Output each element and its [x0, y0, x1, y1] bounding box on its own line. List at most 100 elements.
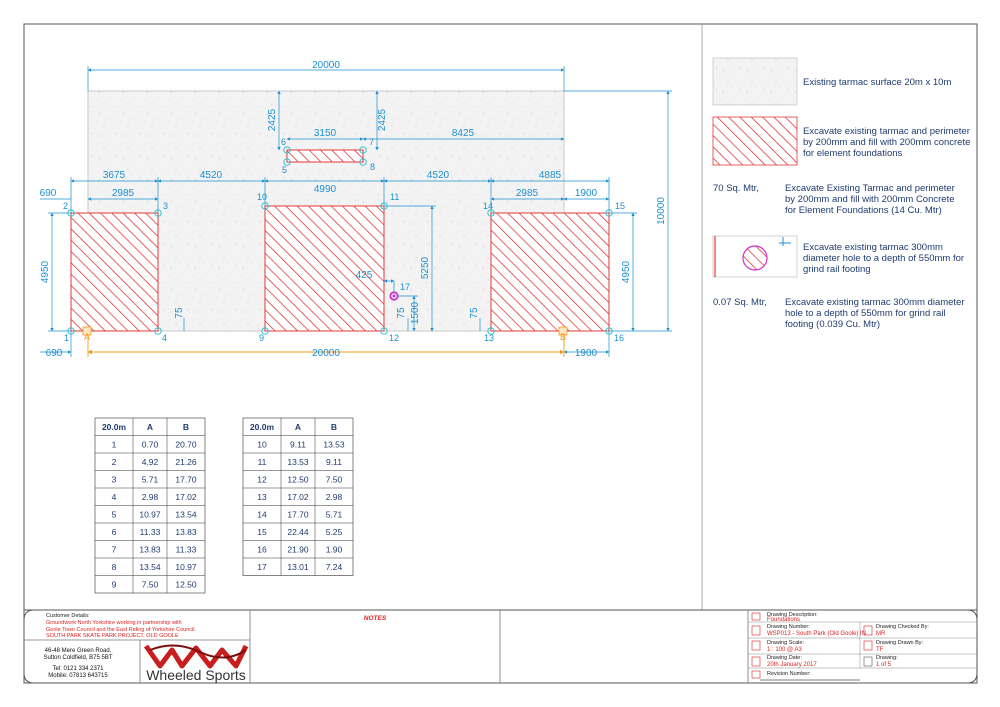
table-cell: 9.11	[290, 439, 306, 449]
address-line2: Sutton Coldfield, B75 5BT	[43, 655, 112, 661]
legend-item3-line2: by 200mm and fill with 200mm Concrete	[785, 194, 955, 205]
dim-4520-b: 4520	[427, 170, 450, 181]
title-block-corner-right	[966, 609, 978, 684]
table-cell: 12	[257, 474, 267, 484]
mobile: Mobile: 07813 643715	[48, 673, 108, 679]
dim-4950-left: 4950	[40, 260, 51, 283]
table-cell: 13.54	[175, 509, 197, 519]
point-label-7: 7	[369, 137, 374, 147]
drawn-label: Drawing Drawn By:	[876, 640, 924, 646]
legend-item5-line2: hole to a depth of 550mm for grind rail	[785, 308, 946, 319]
point-marker-4	[154, 327, 162, 335]
description-value: Foundations	[767, 617, 800, 623]
dim-75-b: 75	[396, 307, 407, 319]
legend-item2-line3: for element foundations	[803, 148, 903, 159]
dim-4950-right: 4950	[621, 260, 632, 283]
revision-label: Revision Number:	[767, 671, 811, 677]
dim-2985-a: 2985	[112, 188, 135, 199]
table-cell: 10.97	[139, 509, 161, 519]
legend-item2-line1: Excavate existing tarmac and perimeter	[803, 126, 970, 137]
point-marker-17	[390, 292, 398, 300]
dim-75-a: 75	[174, 307, 185, 319]
grind-rail-hole-centre	[392, 294, 396, 298]
dim-4520-a: 4520	[200, 170, 223, 181]
table-cell: 13.54	[139, 562, 161, 572]
point-label-13: 13	[484, 333, 494, 343]
point-marker-7	[359, 146, 367, 154]
table-header-cell: B	[183, 422, 189, 432]
point-marker-5	[283, 158, 291, 166]
logo-wordmark: Wheeled Sports	[146, 667, 246, 683]
customer-line2: Goole Town Council and the East Riding o…	[46, 627, 196, 633]
dim-2985-b: 2985	[516, 188, 539, 199]
sheet-label: Drawing:	[876, 655, 898, 661]
point-label-4: 4	[162, 333, 167, 343]
dim-1900-bottom: 1900	[575, 348, 598, 359]
dim-2425-left: 2425	[267, 108, 278, 131]
sheet-icon	[863, 656, 873, 667]
customer-label: Customer Details:	[46, 613, 90, 619]
point-marker-13	[487, 327, 495, 335]
point-label-15: 15	[615, 201, 625, 211]
dim-20000-bottom: 20000	[312, 348, 340, 359]
table-cell: 7	[112, 544, 117, 554]
dim-690-bottom: 690	[46, 348, 63, 359]
marker-a-box	[82, 326, 92, 336]
legend-item3-qty: 70 Sq. Mtr,	[713, 183, 759, 194]
point-label-3: 3	[163, 201, 168, 211]
point-label-9: 9	[259, 333, 264, 343]
foundation-pad-left	[70, 212, 159, 332]
marker-a: A	[84, 332, 90, 342]
table-cell: 9	[112, 579, 117, 589]
marker-b: B	[560, 332, 566, 342]
notes-heading: NOTES	[364, 615, 387, 622]
point-marker-9	[261, 327, 269, 335]
dim-8425: 8425	[452, 128, 475, 139]
table-cell: 1	[112, 439, 117, 449]
legend-item4-line3: grind rail footing	[803, 264, 871, 275]
table-cell: 17.70	[175, 474, 197, 484]
table-cell: 7.50	[142, 579, 159, 589]
table-cell: 20.70	[175, 439, 197, 449]
wheeled-sports-logo: Wheeled Sports	[143, 644, 249, 683]
table-cell: 14	[257, 509, 267, 519]
table-cell: 11	[258, 457, 267, 467]
point-label-14: 14	[483, 201, 493, 211]
table-cell: 10	[257, 439, 267, 449]
telephone: Tel: 0121 334 2371	[52, 666, 104, 672]
table-cell: 5	[112, 509, 117, 519]
dim-690-top: 690	[40, 188, 57, 199]
dim-1500: 1500	[410, 301, 421, 324]
point-marker-6	[283, 146, 291, 154]
checked-value: MR	[876, 631, 886, 637]
table-cell: 13.01	[287, 562, 309, 572]
description-label: Drawing Description:	[767, 612, 818, 618]
marker-b-box	[558, 326, 568, 336]
drawn-value: TF	[876, 647, 884, 653]
legend-item4-line2: diameter hole to a depth of 550mm for	[803, 253, 964, 264]
dim-425: 425	[356, 270, 373, 281]
table-cell: 6	[112, 527, 117, 537]
dim-overall-height: 10000	[656, 197, 667, 225]
scale-value: 1 : 100 @ A3	[767, 647, 802, 653]
table-cell: 5.25	[326, 527, 343, 537]
table-cell: 4.92	[142, 457, 159, 467]
table-cell: 11.33	[176, 544, 197, 554]
point-label-12: 12	[389, 333, 399, 343]
table-cell: 2	[112, 457, 117, 467]
customer-line3: SOUTH PARK SKATE PARK PROJECT, OLD GOOLE	[46, 633, 179, 639]
table-cell: 13.83	[175, 527, 197, 537]
dim-1900-top: 1900	[575, 188, 598, 199]
point-marker-8	[359, 158, 367, 166]
table-cell: 11.33	[140, 527, 161, 537]
title-block-corner-left	[23, 609, 35, 684]
sheet-value: 1 of 5	[876, 662, 892, 668]
dimension-lines	[40, 66, 672, 357]
dim-2425-right: 2425	[377, 108, 388, 131]
table-cell: 10.97	[175, 562, 197, 572]
checked-label: Drawing Checked By:	[876, 624, 929, 630]
point-label-2: 2	[63, 201, 68, 211]
dim-75-c: 75	[469, 307, 480, 319]
